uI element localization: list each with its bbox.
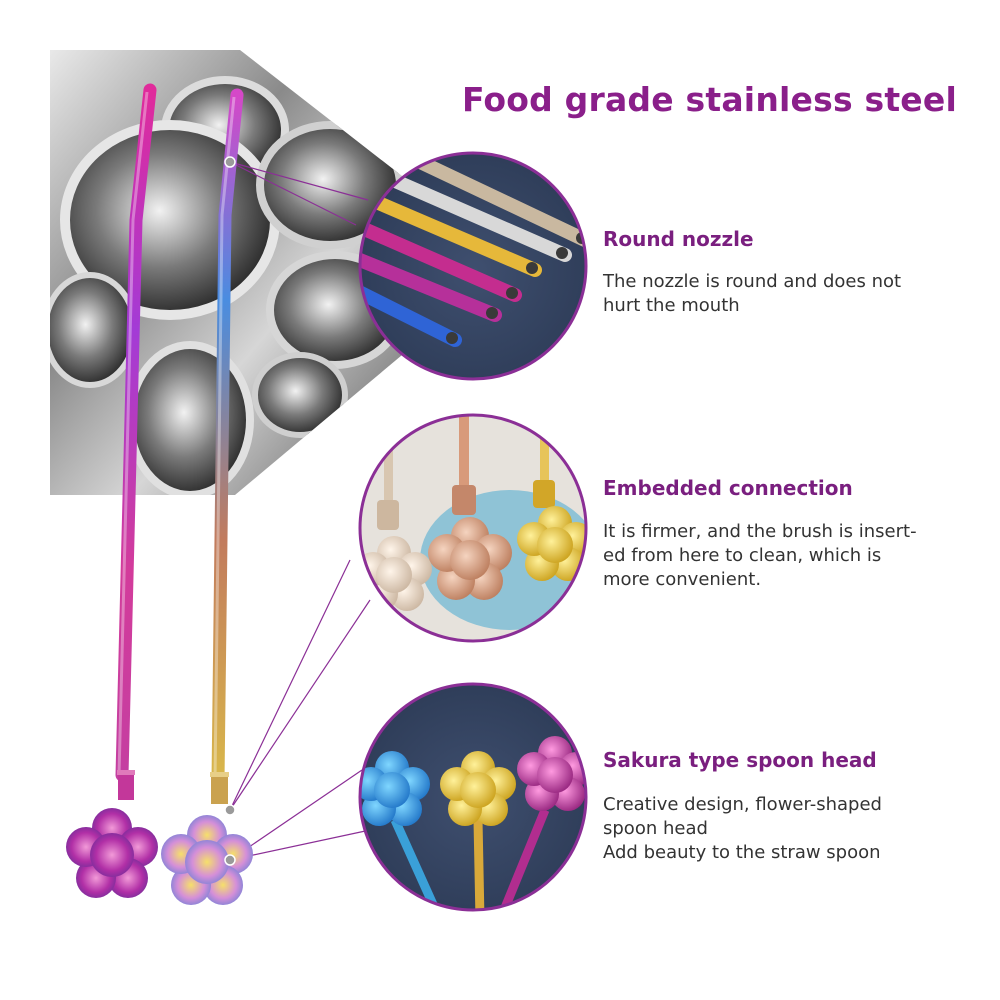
feature-title-connection: Embedded connection	[603, 476, 853, 500]
feature-title-nozzle: Round nozzle	[603, 227, 754, 251]
desc-line: Add beauty to the straw spoon	[603, 842, 881, 863]
flower-spoon-magenta	[66, 808, 158, 898]
straw-magenta	[66, 83, 158, 898]
desc-line: Creative design, flower-shaped	[603, 794, 882, 815]
callout-lines	[229, 161, 371, 861]
desc-line: spoon head	[603, 818, 708, 839]
feature-desc-spoon-head: Creative design, flower-shaped spoon hea…	[603, 793, 943, 865]
desc-line: hurt the mouth	[603, 295, 740, 316]
page-title: Food grade stainless steel	[462, 80, 957, 119]
detail-circle-nozzle	[358, 151, 588, 381]
feature-title-spoon-head: Sakura type spoon head	[603, 748, 877, 772]
feature-desc-connection: It is firmer, and the brush is insert- e…	[603, 520, 943, 592]
desc-line: ed from here to clean, which is	[603, 545, 882, 566]
feature-desc-nozzle: The nozzle is round and does not hurt th…	[603, 270, 943, 318]
detail-circle-spoon-heads	[358, 682, 588, 912]
detail-circle-connection	[358, 413, 588, 643]
straw-rainbow	[161, 88, 253, 905]
desc-line: more convenient.	[603, 569, 762, 590]
desc-line: It is firmer, and the brush is insert-	[603, 521, 917, 542]
flower-spoon-rainbow	[161, 815, 253, 905]
desc-line: The nozzle is round and does not	[603, 271, 902, 292]
